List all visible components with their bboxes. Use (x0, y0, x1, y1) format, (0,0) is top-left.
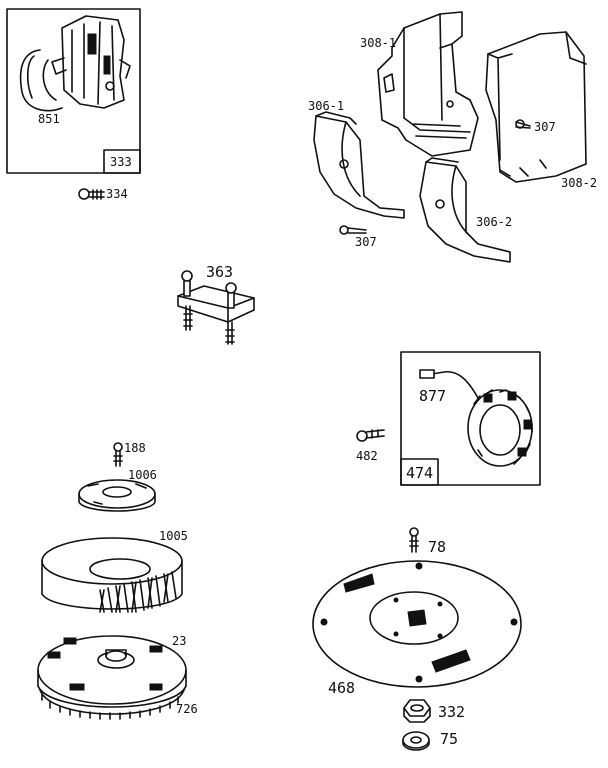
shroud-306-1 (313, 111, 405, 219)
label-332: 332 (438, 703, 465, 721)
blower-housing-308-1 (377, 11, 479, 157)
label-877: 877 (419, 387, 446, 405)
screw-334 (78, 188, 105, 200)
screw-307-upper (515, 119, 531, 129)
screw-482 (356, 429, 385, 442)
washer-75 (402, 731, 430, 751)
label-307-upper: 307 (534, 120, 556, 134)
label-333: 333 (110, 155, 132, 169)
alternator-kit-box (400, 351, 541, 486)
label-188: 188 (124, 441, 146, 455)
screw-78 (409, 527, 419, 553)
label-851: 851 (38, 112, 60, 126)
label-306-2: 306-2 (476, 215, 512, 229)
base-plate-468 (312, 560, 522, 688)
label-334: 334 (106, 187, 128, 201)
label-474: 474 (406, 464, 433, 482)
label-726: 726 (176, 702, 198, 716)
label-482: 482 (356, 449, 378, 463)
ring-gear-726 (39, 689, 185, 720)
rotating-screen-1006 (78, 479, 156, 512)
label-78: 78 (428, 538, 446, 556)
ignition-armature-851 (19, 15, 131, 112)
label-468: 468 (328, 679, 355, 697)
screw-307-lower (339, 225, 367, 235)
label-306-1: 306-1 (308, 99, 344, 113)
label-307-lower: 307 (355, 235, 377, 249)
fan-1005 (41, 537, 183, 613)
screw-188 (113, 442, 123, 467)
label-308-1: 308-1 (360, 36, 396, 50)
shroud-306-2 (419, 157, 511, 263)
label-23: 23 (172, 634, 186, 648)
bracket-363 (177, 270, 255, 345)
label-308-2: 308-2 (561, 176, 597, 190)
label-1005: 1005 (159, 529, 188, 543)
flywheel-23 (37, 635, 187, 708)
label-363: 363 (206, 263, 233, 281)
nut-332 (403, 699, 431, 723)
label-75: 75 (440, 730, 458, 748)
alternator-877 (419, 369, 533, 467)
label-1006: 1006 (128, 468, 157, 482)
blower-housing-308-2 (485, 31, 587, 183)
armature-kit-box (6, 8, 141, 174)
